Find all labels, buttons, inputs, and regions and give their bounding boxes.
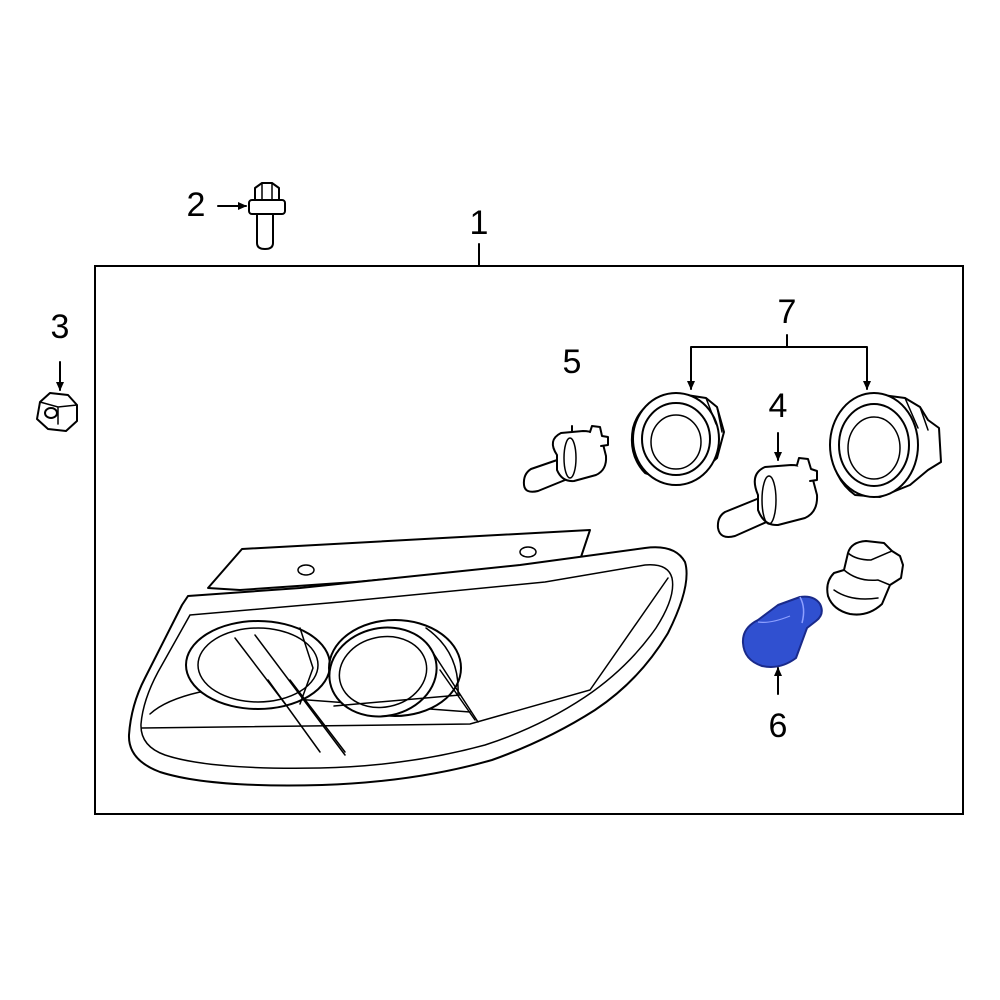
socket-bulb-5-icon <box>522 425 609 493</box>
headlamp-housing-icon <box>127 529 688 787</box>
callout-2-label: 2 <box>187 186 206 224</box>
callout-2[interactable]: 2 <box>187 186 247 224</box>
dust-cap-right-icon <box>829 392 942 498</box>
callout-7[interactable]: 7 <box>687 293 871 390</box>
callout-1-label: 1 <box>470 204 489 242</box>
callout-1[interactable]: 1 <box>470 204 489 267</box>
callout-4[interactable]: 4 <box>769 387 788 461</box>
highlighted-bulb-icon[interactable] <box>741 595 823 668</box>
bolt-icon <box>248 182 286 250</box>
dust-cap-left-icon <box>630 392 725 486</box>
callout-3[interactable]: 3 <box>51 308 70 391</box>
callout-7-label: 7 <box>778 293 797 331</box>
wedge-socket-icon <box>826 540 904 616</box>
callout-6[interactable]: 6 <box>769 667 788 745</box>
callout-5-label: 5 <box>563 343 582 381</box>
nut-icon <box>36 392 78 432</box>
callout-6-label: 6 <box>769 707 788 745</box>
callout-3-label: 3 <box>51 308 70 346</box>
callout-4-label: 4 <box>769 387 788 425</box>
socket-bulb-4-icon <box>716 457 819 538</box>
assembly-frame <box>94 265 964 815</box>
